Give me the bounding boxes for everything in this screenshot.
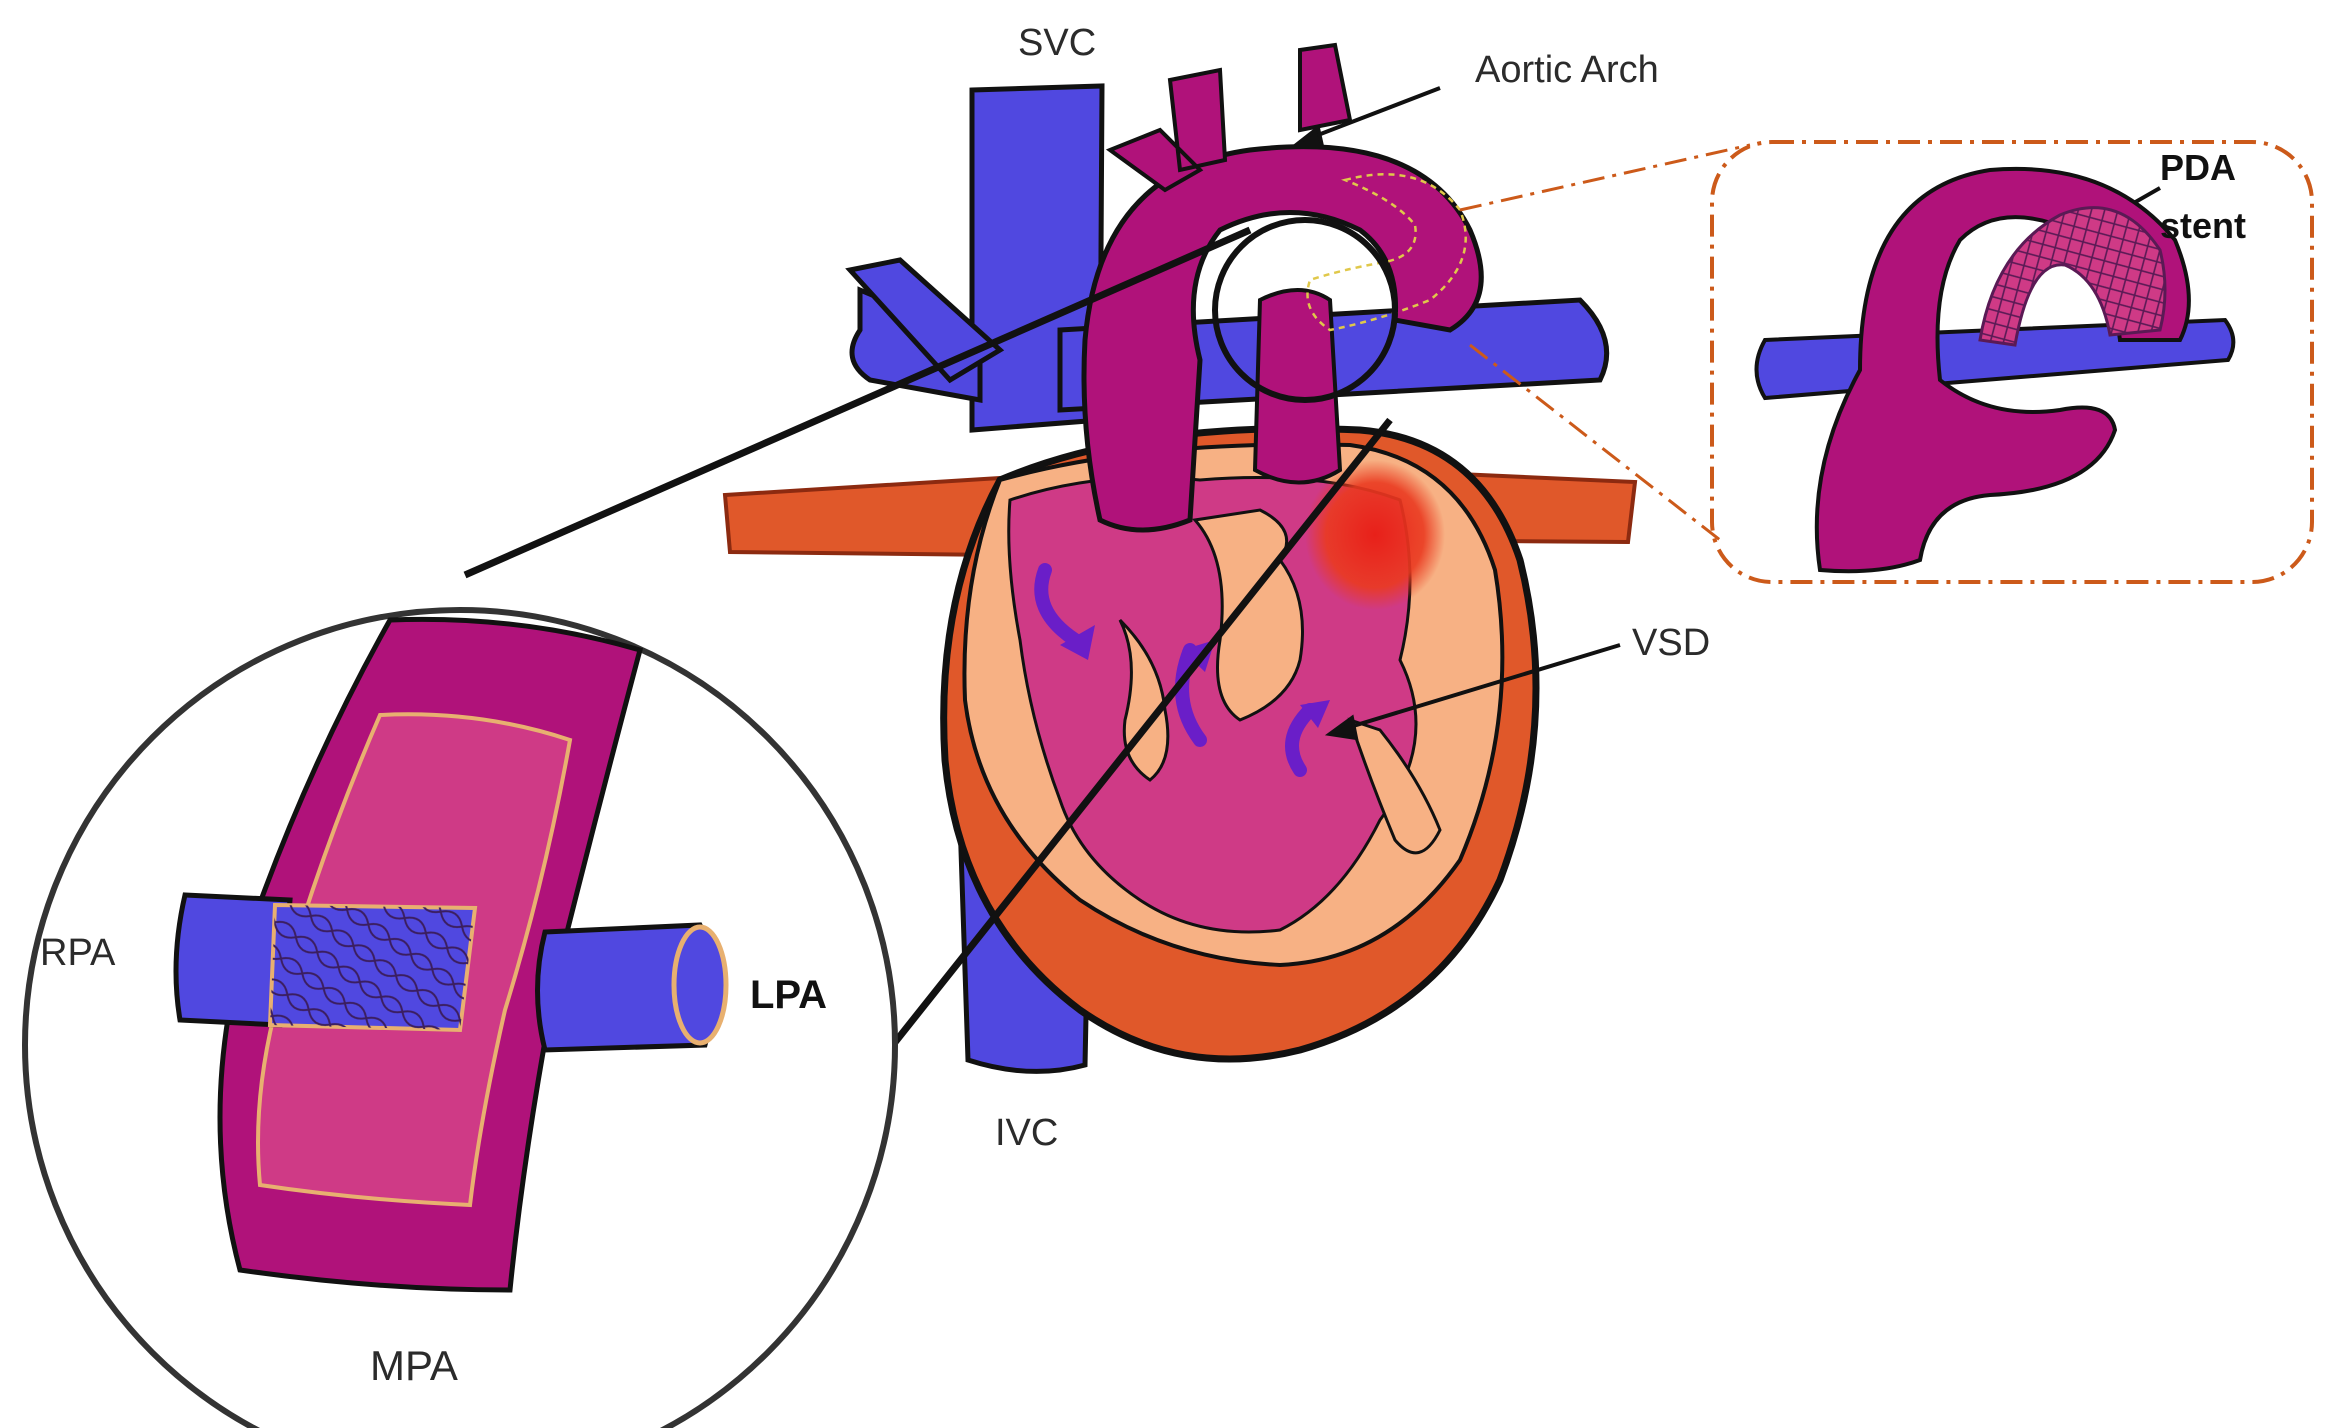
pulmonary-trunk <box>1252 288 1343 485</box>
callout-aorta <box>1814 166 2191 574</box>
rpa-lpa-stent-mesh <box>270 905 475 1030</box>
label-ivc: IVC <box>995 1112 1058 1154</box>
heart <box>940 425 1540 1063</box>
flow-arrows <box>1034 563 1317 777</box>
right-papillary <box>1347 717 1442 855</box>
callout-connector-bottom <box>1469 343 1721 542</box>
brachiocephalic-branches <box>1105 42 1353 193</box>
zoom-source-circle <box>1212 217 1398 403</box>
pulmonary-veins-left <box>845 257 1005 403</box>
vsd-red-area <box>1305 460 1445 610</box>
label-vsd: VSD <box>1632 622 1710 664</box>
aortic-arch <box>1081 144 1484 533</box>
ductus-outline <box>1306 173 1467 332</box>
label-mpa: MPA <box>370 1342 458 1389</box>
aorta <box>1081 42 1484 533</box>
label-aortic-arch: Aortic Arch <box>1475 49 1659 91</box>
label-pda: PDA <box>2160 147 2236 188</box>
callout-box <box>1710 140 2314 584</box>
label-rpa: RPA <box>40 932 116 974</box>
label-svc: SVC <box>1018 22 1096 64</box>
zoom-circle <box>22 607 898 1428</box>
pda-callout <box>1459 140 2314 584</box>
zoom-leader-lines <box>463 226 1393 1083</box>
label-stent: stent <box>2160 205 2246 246</box>
lpa-opening <box>671 924 729 1046</box>
callout-connector-top <box>1459 143 1751 212</box>
pda-stent-mesh <box>1980 207 2165 345</box>
rpa-vessel <box>173 892 293 1028</box>
label-lpa: LPA <box>750 973 827 1017</box>
